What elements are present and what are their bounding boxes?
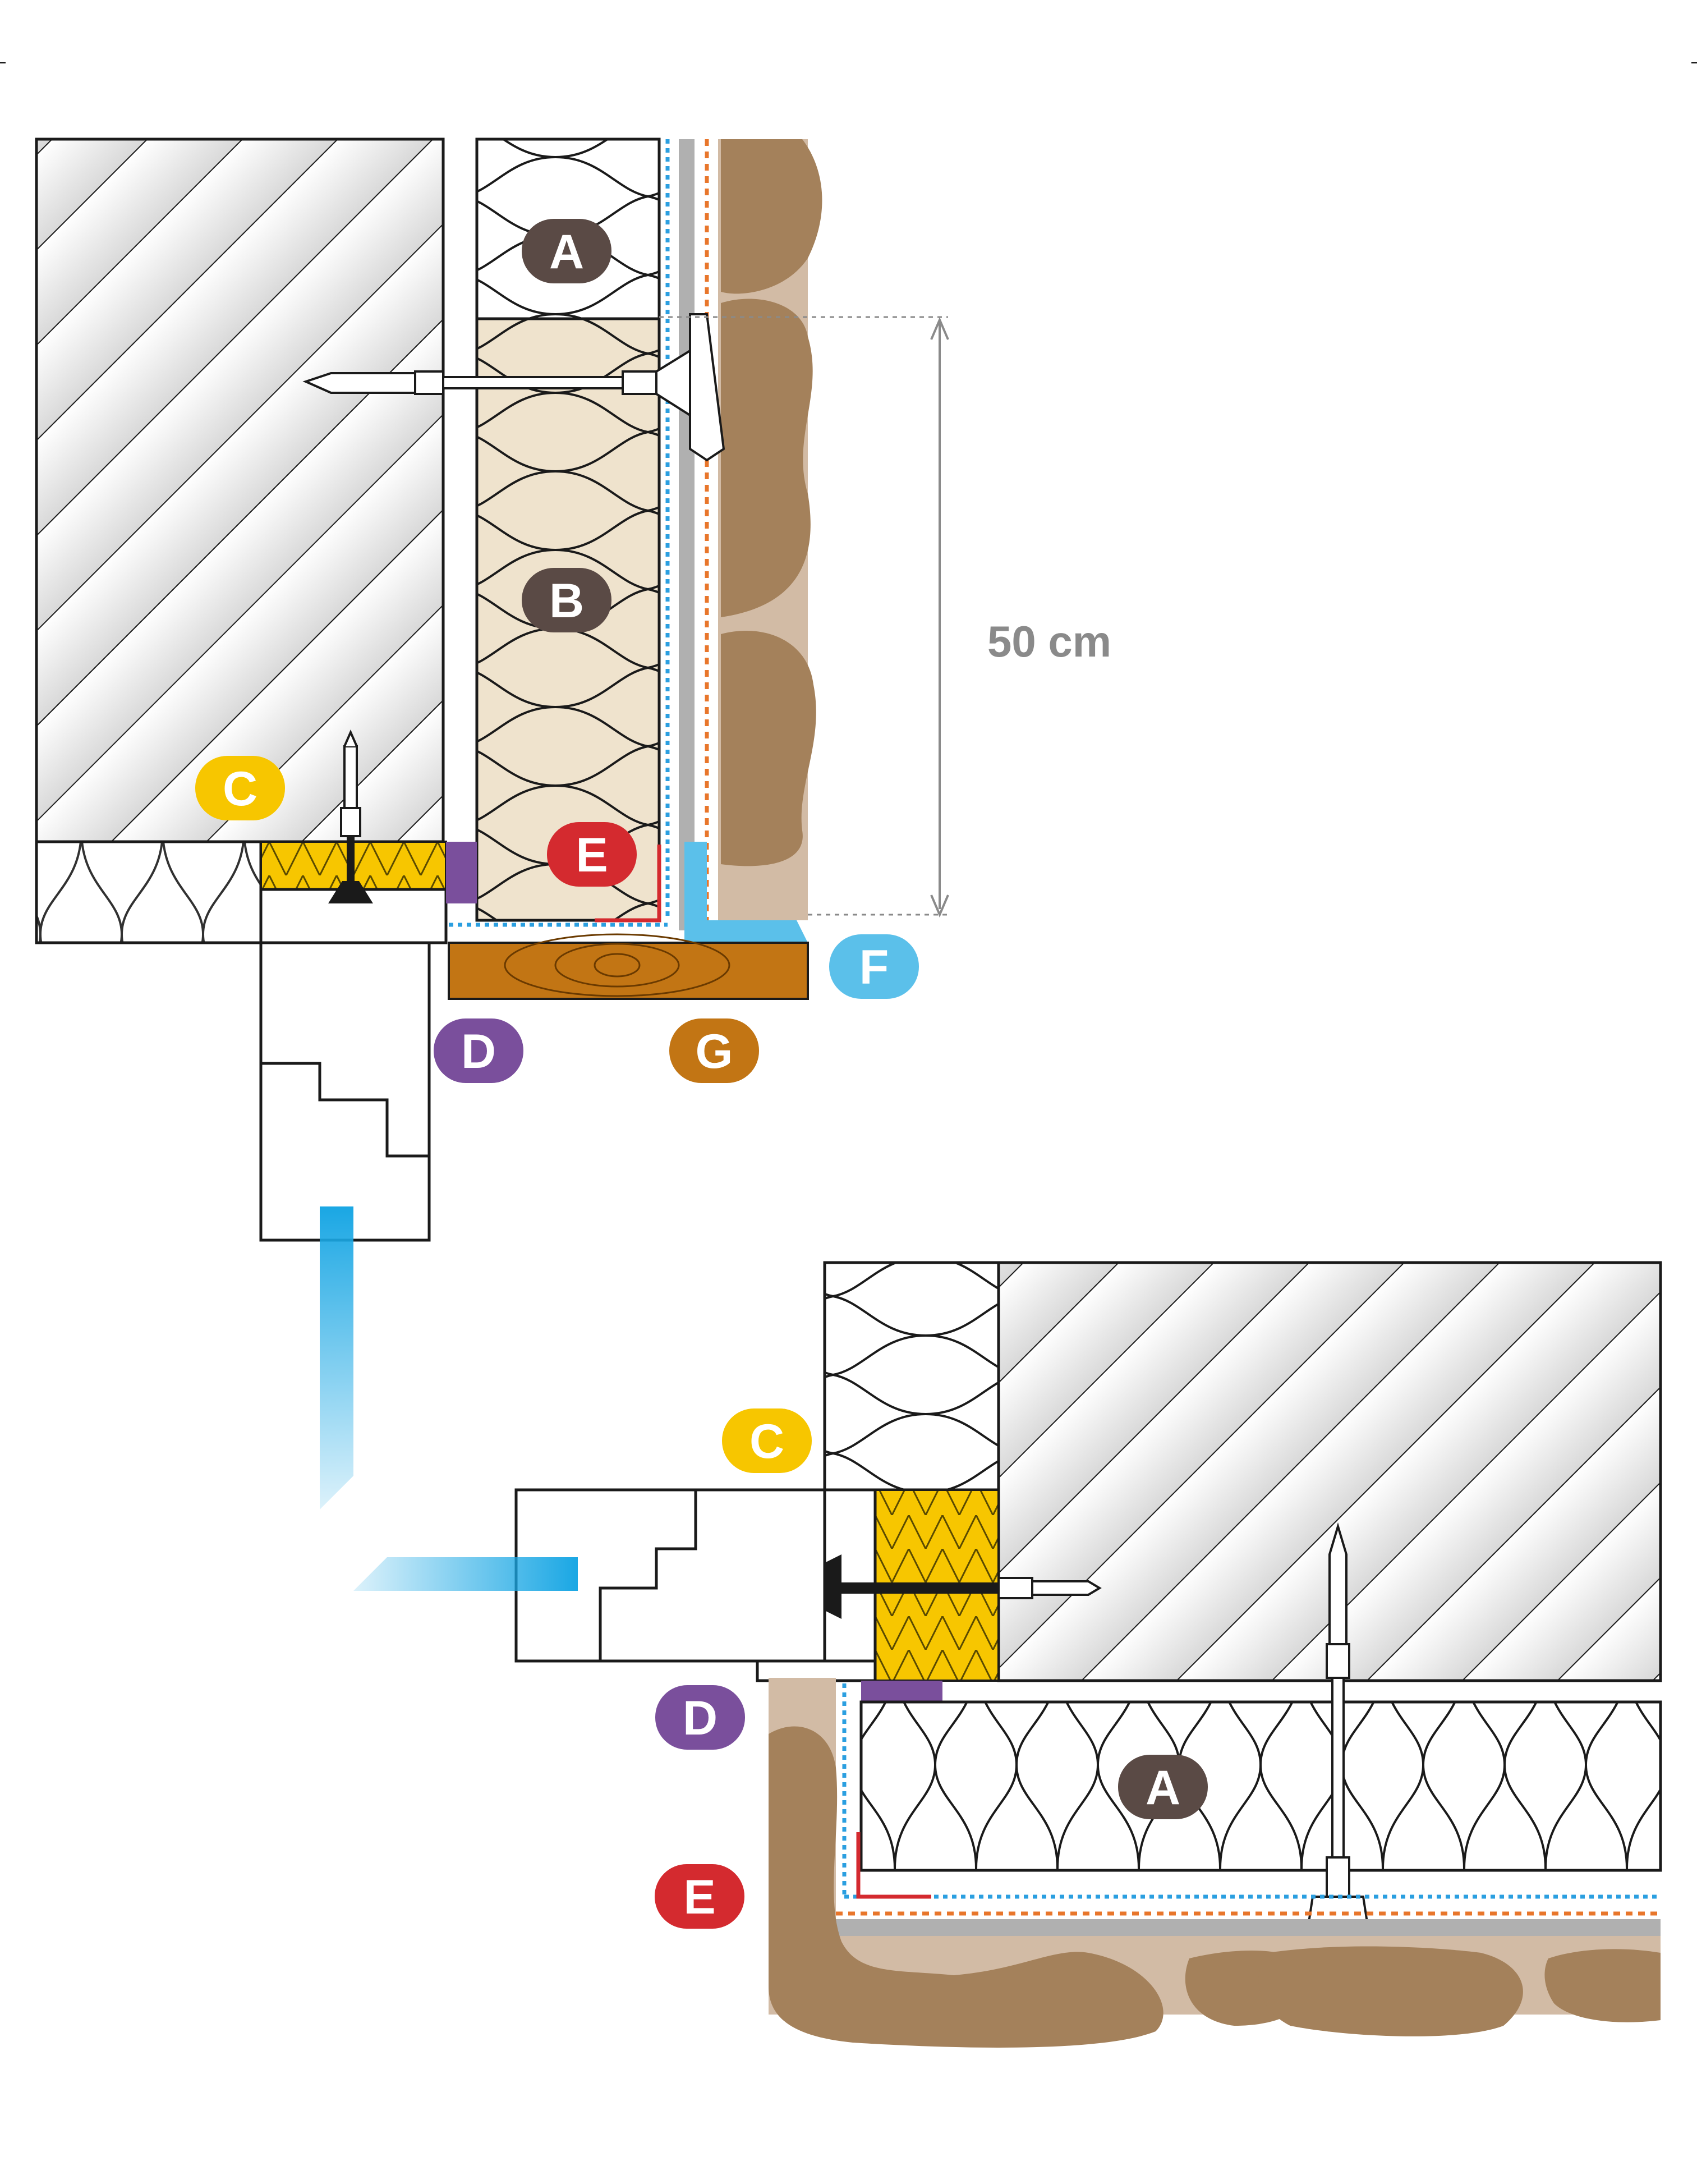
- stone-wall-bottom: [769, 1678, 1661, 2048]
- label-d-bottom: D: [655, 1685, 745, 1750]
- svg-text:C: C: [223, 762, 257, 816]
- stone-wall-top: [718, 139, 822, 920]
- label-c-bottom: C: [722, 1408, 812, 1473]
- window-profile-top: [259, 941, 431, 1242]
- label-c-top: C: [195, 756, 285, 820]
- svg-text:B: B: [549, 574, 584, 628]
- label-d-top: D: [434, 1018, 523, 1083]
- angle-e-bottom: [856, 1832, 931, 1899]
- label-g: G: [669, 1018, 759, 1083]
- svg-text:E: E: [683, 1870, 715, 1924]
- svg-text:G: G: [696, 1025, 733, 1079]
- label-f: F: [829, 934, 919, 999]
- wood-beam-g: [448, 942, 809, 1000]
- tape-d-top: [446, 842, 477, 903]
- svg-text:A: A: [1146, 1761, 1180, 1815]
- label-e-top: E: [547, 822, 637, 887]
- light-ray-vertical: [320, 1206, 353, 1509]
- screw-top-vertical: [328, 729, 373, 903]
- label-e-bottom: E: [655, 1864, 744, 1929]
- label-a-bottom: A: [1118, 1755, 1208, 1819]
- label-a-top: A: [522, 219, 611, 283]
- svg-text:E: E: [576, 828, 608, 882]
- tape-d-bottom: [861, 1681, 942, 1702]
- svg-text:C: C: [749, 1415, 784, 1469]
- svg-text:D: D: [461, 1025, 496, 1079]
- anchor-top-horizontal: [302, 313, 725, 462]
- dimension-50cm: 50 cm: [659, 316, 1111, 918]
- bottom-detail: [353, 1261, 1662, 2048]
- svg-text:F: F: [859, 940, 889, 994]
- light-ray-horizontal: [353, 1557, 578, 1591]
- label-b: B: [522, 568, 611, 632]
- angle-e-top: [595, 845, 661, 923]
- screw-bottom-horizontal: [825, 1554, 1102, 1619]
- svg-text:D: D: [683, 1691, 718, 1745]
- dimension-label: 50 cm: [987, 617, 1111, 666]
- masonry-wall-top: [35, 137, 445, 843]
- membrane-f-top: [684, 842, 808, 943]
- svg-text:A: A: [549, 225, 584, 279]
- top-detail: 50 cm: [35, 137, 1111, 1509]
